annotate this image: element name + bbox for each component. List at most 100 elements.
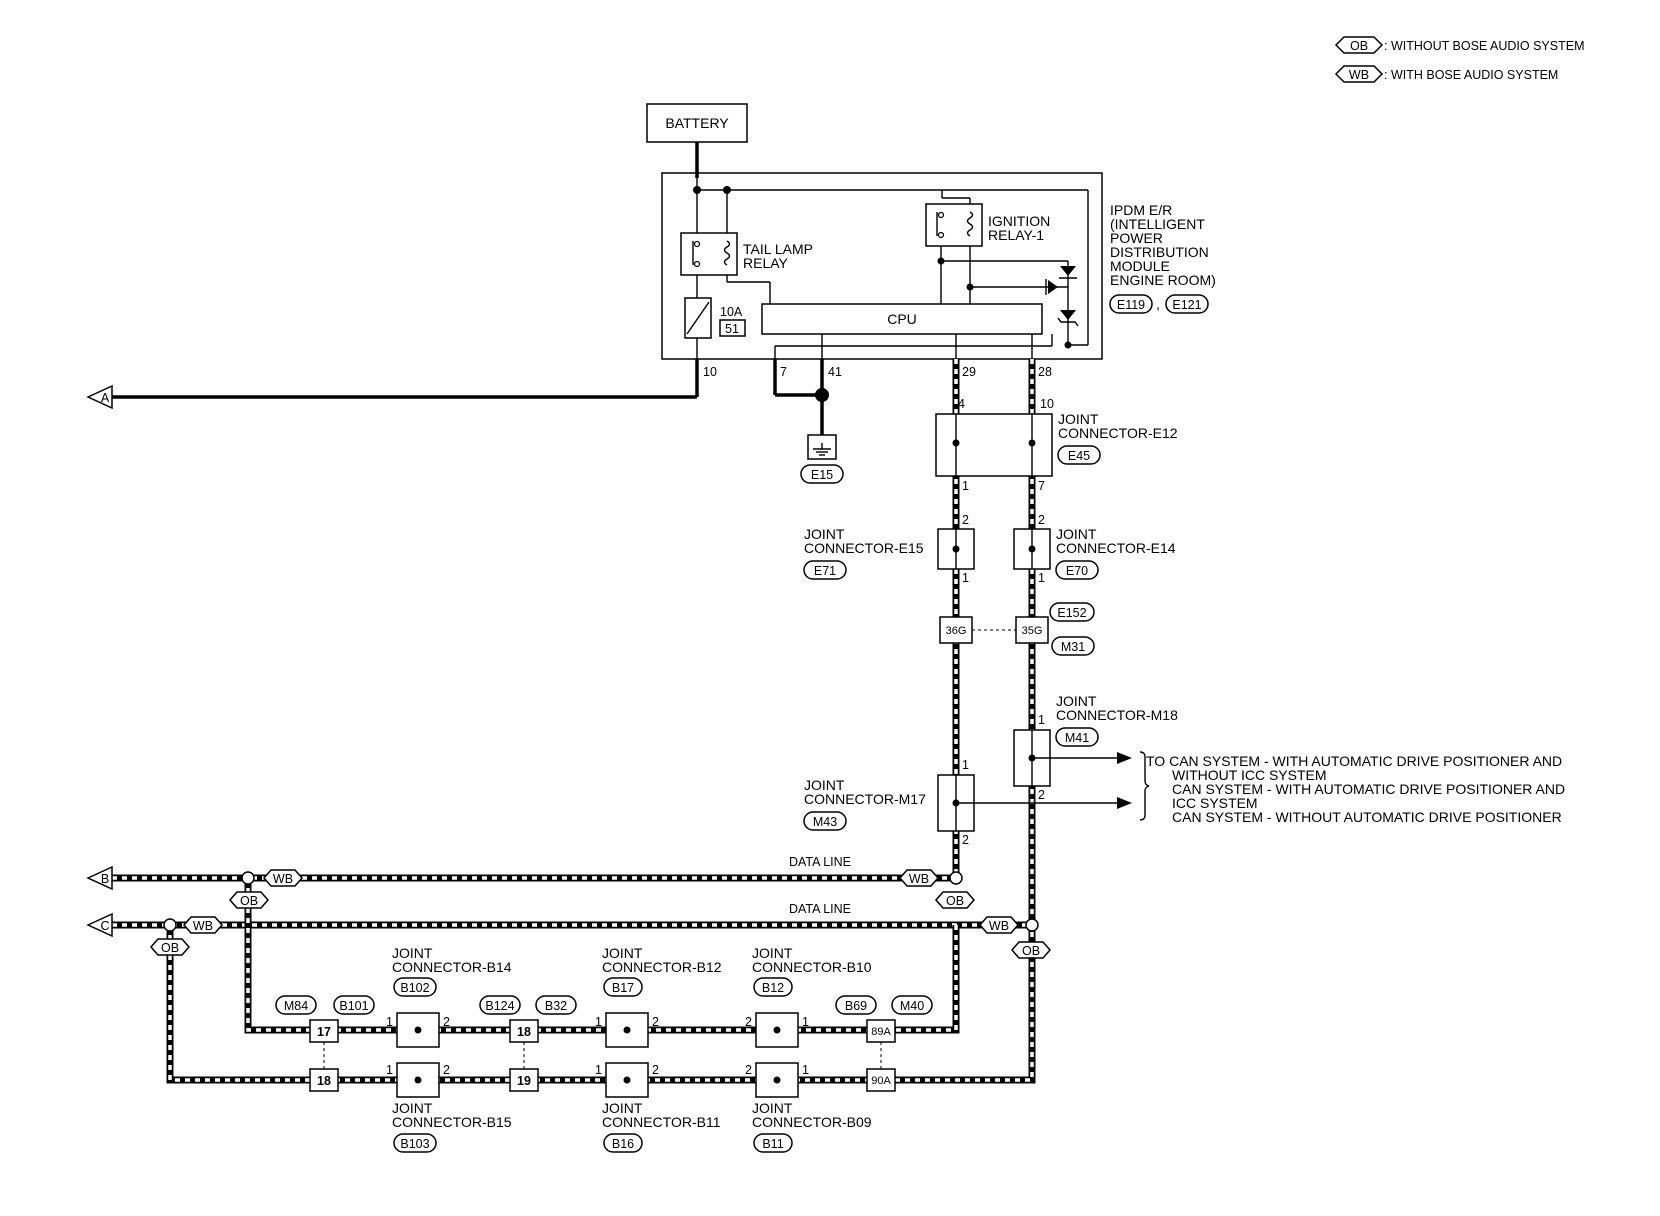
b10-label-2: CONNECTOR-B10: [752, 959, 872, 975]
e14-label-2: CONNECTOR-E14: [1056, 540, 1176, 556]
e12-code: E45: [1068, 449, 1090, 463]
splice: [949, 871, 963, 885]
conn-90a: 90A: [871, 1075, 891, 1087]
ob-legend-text: : WITHOUT BOSE AUDIO SYSTEM: [1384, 39, 1585, 53]
svg-text:1: 1: [802, 1015, 809, 1029]
tail-relay-label-2: RELAY: [743, 255, 789, 271]
ignition-relay: [925, 203, 983, 247]
conn-17: 17: [317, 1025, 331, 1039]
fuse-icon: [686, 301, 710, 335]
b12-label-1: JOINT: [602, 945, 643, 961]
e12-pin-1: 1: [962, 479, 969, 493]
cpu-box: [761, 303, 1043, 335]
joint-connector-e12: 4 10 1 7 JOINT CONNECTOR-E12 E45: [935, 397, 1178, 493]
b15-label-2: CONNECTOR-B15: [392, 1114, 512, 1130]
arrow-right-icon: [1117, 752, 1132, 764]
ob-tag: OB: [161, 941, 179, 955]
svg-text:2: 2: [443, 1015, 450, 1029]
joint-connector-e15: 2 1 JOINT CONNECTOR-E15 E71: [803, 513, 975, 585]
wb-tag: WB: [989, 919, 1009, 933]
e15-label-1: JOINT: [804, 526, 845, 542]
e15-pin-2: 2: [962, 513, 969, 527]
ipdm-label-3: POWER: [1110, 230, 1163, 246]
e14-pin-2: 2: [1038, 513, 1045, 527]
b11-label-2: CONNECTOR-B11: [602, 1114, 721, 1130]
ob-tag-shape: [1334, 36, 1384, 54]
b15-code: B103: [400, 1137, 429, 1151]
ipdm-label-4: DISTRIBUTION: [1110, 244, 1209, 260]
ipdm-conn-e119: E119: [1117, 298, 1145, 312]
ipdm-conn-sep: ,: [1156, 296, 1160, 312]
b10-code: B12: [762, 981, 784, 995]
tail-relay-coil-icon: [723, 240, 731, 266]
e15-code: E71: [814, 564, 836, 578]
e14-label-1: JOINT: [1056, 526, 1097, 542]
offpage-a-label: A: [101, 391, 110, 405]
brace-icon: [1139, 751, 1150, 821]
code-b69: B69: [845, 999, 867, 1013]
data-line-label-b: DATA LINE: [789, 855, 851, 869]
m17-pin-1: 1: [962, 758, 969, 772]
cpu-label: CPU: [887, 311, 917, 327]
b09-code: B11: [762, 1137, 783, 1151]
svg-text:1: 1: [386, 1063, 393, 1077]
svg-text:2: 2: [443, 1063, 450, 1077]
b12-code: B17: [612, 981, 634, 995]
ob-tag-label: OB: [1350, 39, 1368, 53]
wb-tag: WB: [193, 919, 213, 933]
offpage-c-icon: [86, 912, 113, 938]
ignition-relay-label-2: RELAY-1: [988, 227, 1044, 243]
joint-connector-e14: 2 1 JOINT CONNECTOR-E14 E70: [1013, 513, 1176, 585]
arrow-right-icon: [1117, 797, 1132, 809]
code-m84: M84: [284, 999, 308, 1013]
b15-label-1: JOINT: [392, 1100, 433, 1116]
svg-text:1: 1: [595, 1015, 602, 1029]
ob-tag: OB: [946, 894, 964, 908]
ipdm-label-1: IPDM E/R: [1110, 202, 1172, 218]
svg-text:1: 1: [595, 1063, 602, 1077]
b14-code: B102: [400, 981, 429, 995]
b14-label-2: CONNECTOR-B14: [392, 959, 512, 975]
fuse-amp: 10A: [720, 305, 743, 319]
b11-label-1: JOINT: [602, 1100, 643, 1116]
battery-label: BATTERY: [665, 115, 729, 131]
diode-icon: [1060, 266, 1076, 276]
m17-label-1: JOINT: [804, 777, 845, 793]
ignition-relay-label-1: IGNITION: [988, 213, 1050, 229]
ground-code: E15: [811, 468, 833, 482]
ipdm-label-2: (INTELLIGENT: [1110, 216, 1205, 232]
m17-pin-2: 2: [962, 833, 969, 847]
code-e152: E152: [1057, 606, 1086, 620]
ob-tag: OB: [1022, 944, 1040, 958]
wb-tag-shape: [1334, 65, 1384, 83]
option-tags: WB OB WB OB WB OB WB OB: [150, 869, 1051, 959]
e12-pin-10: 10: [1040, 397, 1054, 411]
can-wires: [112, 359, 1036, 1084]
ipdm-label-6: ENGINE ROOM): [1110, 272, 1216, 288]
svg-text:1: 1: [386, 1015, 393, 1029]
offpage-b-icon: [86, 865, 113, 891]
pin-10: 10: [703, 365, 717, 379]
offpage-c-label: C: [100, 919, 109, 933]
ipdm-outer-box: [661, 172, 1103, 360]
e12-label-2: CONNECTOR-E12: [1058, 425, 1178, 441]
b11-code: B16: [612, 1137, 634, 1151]
b09-label-1: JOINT: [752, 1100, 793, 1116]
legend: OB : WITHOUT BOSE AUDIO SYSTEM WB : WITH…: [1334, 36, 1585, 83]
pin-29: 29: [962, 365, 976, 379]
to-can-line-2: WITHOUT ICC SYSTEM: [1172, 767, 1327, 783]
m17-label-2: CONNECTOR-M17: [804, 791, 926, 807]
splice: [241, 871, 255, 885]
ipdm-conn-e121: E121: [1172, 298, 1201, 312]
m17-code: M43: [813, 815, 837, 829]
svg-text:1: 1: [802, 1063, 809, 1077]
ipdm-label-5: MODULE: [1110, 258, 1170, 274]
to-can-line-4: ICC SYSTEM: [1172, 795, 1258, 811]
offpage-a-icon: [86, 384, 113, 410]
m18-pin-2: 2: [1038, 788, 1045, 802]
m18-pin-1: 1: [1038, 713, 1045, 727]
code-b32: B32: [545, 999, 567, 1013]
conn-18-lower: 18: [317, 1074, 331, 1088]
code-m31: M31: [1061, 640, 1085, 654]
